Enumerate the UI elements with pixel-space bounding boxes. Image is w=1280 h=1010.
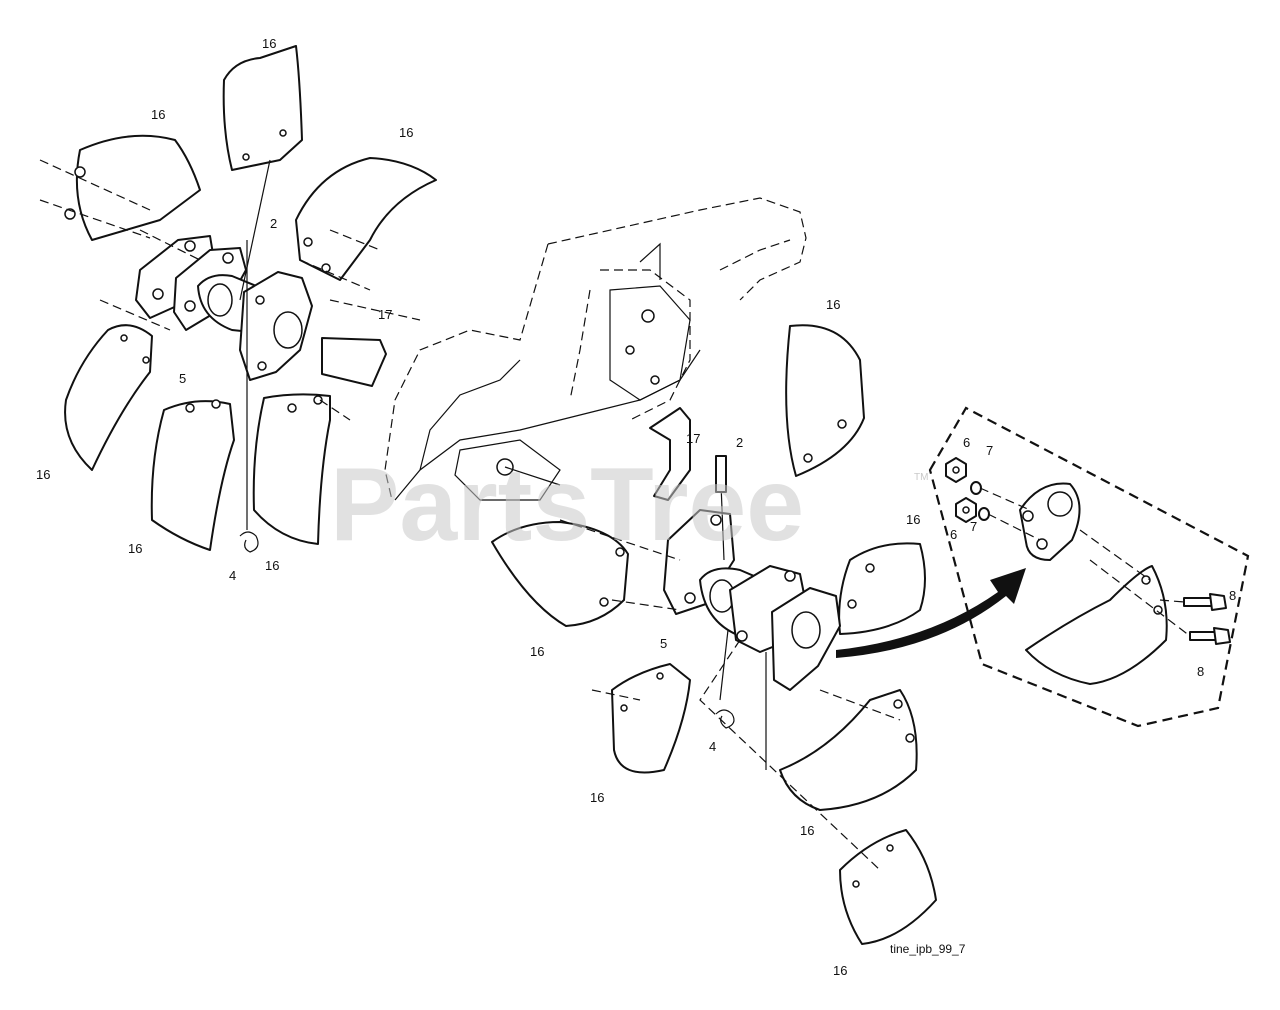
bolt[interactable]	[1189, 627, 1231, 645]
callout-label[interactable]: 4	[229, 568, 236, 583]
callout-label[interactable]: 16	[262, 36, 276, 51]
tine-blade[interactable]	[252, 393, 331, 545]
bracket[interactable]	[321, 337, 387, 387]
callout-label[interactable]: 16	[36, 467, 50, 482]
callout-labels: 16 16 16 2 17 5 16 16 4 16 16 16 17 2 6 …	[36, 36, 1236, 978]
bracket[interactable]	[649, 407, 691, 501]
bolt[interactable]	[1183, 593, 1227, 611]
callout-label[interactable]: 5	[660, 636, 667, 651]
tiller-frame	[384, 197, 807, 501]
hex-nut[interactable]	[955, 497, 977, 523]
tine-blade[interactable]	[785, 324, 865, 477]
callout-label[interactable]: 6	[963, 435, 970, 450]
detail-inset	[836, 406, 1250, 728]
hex-nut[interactable]	[945, 457, 967, 483]
hairpin-clip[interactable]	[239, 531, 259, 553]
tine-blade[interactable]	[64, 324, 153, 471]
lock-washer[interactable]	[970, 481, 982, 495]
mounting-flange[interactable]	[1019, 482, 1081, 561]
callout-label[interactable]: 16	[826, 297, 840, 312]
tine-blade[interactable]	[295, 157, 437, 281]
callout-label[interactable]: 17	[686, 431, 700, 446]
callout-label[interactable]: 8	[1229, 588, 1236, 603]
tine-blade[interactable]	[75, 134, 201, 241]
callout-label[interactable]: 7	[970, 519, 977, 534]
callout-label[interactable]: 16	[590, 790, 604, 805]
hairpin-clip[interactable]	[715, 709, 735, 729]
callout-label[interactable]: 4	[709, 739, 716, 754]
watermark-trademark: TM	[914, 472, 928, 483]
callout-label[interactable]: 16	[833, 963, 847, 978]
callout-label[interactable]: 16	[800, 823, 814, 838]
tine-blade[interactable]	[839, 829, 937, 945]
left-tine-assembly	[39, 45, 437, 553]
figure-id: tine_ipb_99_7	[890, 942, 966, 956]
callout-label[interactable]: 16	[128, 541, 142, 556]
callout-label[interactable]: 16	[530, 644, 544, 659]
right-tine-assembly	[491, 324, 937, 945]
callout-label[interactable]: 2	[736, 435, 743, 450]
lock-washer[interactable]	[978, 507, 990, 521]
callout-label[interactable]: 6	[950, 527, 957, 542]
callout-label[interactable]: 8	[1197, 664, 1204, 679]
tine-blade[interactable]	[838, 542, 926, 635]
watermark: PartsTree	[330, 447, 804, 563]
tine-blade[interactable]	[222, 45, 303, 171]
callout-label[interactable]: 7	[986, 443, 993, 458]
callout-label[interactable]: 2	[270, 216, 277, 231]
callout-label[interactable]: 16	[265, 558, 279, 573]
callout-label[interactable]: 16	[151, 107, 165, 122]
callout-label[interactable]: 16	[399, 125, 413, 140]
tine-blade[interactable]	[1025, 565, 1168, 685]
tine-blade[interactable]	[150, 400, 235, 551]
callout-label[interactable]: 17	[378, 307, 392, 322]
callout-label[interactable]: 16	[906, 512, 920, 527]
tine-blade[interactable]	[491, 521, 629, 627]
tine-blade[interactable]	[611, 663, 691, 774]
detail-arrow	[836, 568, 1026, 658]
callout-label[interactable]: 5	[179, 371, 186, 386]
